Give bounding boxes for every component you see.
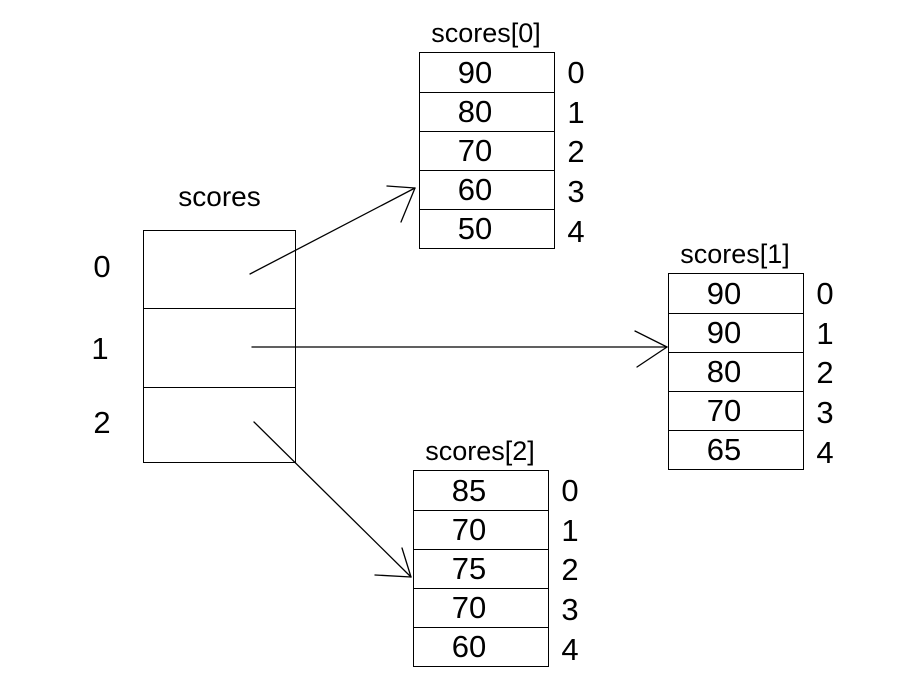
index-label: 1 (816, 315, 834, 351)
outer-index-0: 0 (93, 249, 111, 284)
index-label: 3 (567, 174, 585, 210)
index-label: 4 (567, 213, 585, 249)
array-cell: 80 (669, 352, 803, 391)
array-cell: 90 (669, 313, 803, 352)
index-label: 1 (567, 94, 585, 130)
index-label: 0 (561, 473, 579, 509)
array-cell: 70 (414, 588, 548, 627)
index-label: 3 (561, 592, 579, 628)
inner-array-0: scores[0] 90 80 70 60 50 0 1 2 3 4 (419, 16, 585, 249)
inner-array-1-indices: 0 1 2 3 4 (808, 275, 842, 473)
inner-array-0-table: 90 80 70 60 50 (419, 52, 555, 249)
index-label: 2 (567, 134, 585, 170)
index-label: 2 (561, 552, 579, 588)
array-cell: 65 (669, 430, 803, 469)
array-cell: 90 (457, 54, 493, 90)
arrow-to-scores1-icon (251, 330, 668, 368)
index-label: 0 (816, 276, 834, 312)
outer-array-box (143, 230, 296, 463)
inner-array-2-indices: 0 1 2 3 4 (553, 472, 587, 670)
array-cell: 70 (669, 391, 803, 430)
index-label: 3 (816, 395, 834, 431)
array-cell: 60 (414, 627, 548, 666)
array-cell: 75 (414, 549, 548, 588)
outer-array-slot-2 (144, 386, 295, 462)
outer-index-2: 2 (93, 405, 111, 440)
array-cell: 60 (420, 170, 554, 209)
inner-array-2: scores[2] 85 70 75 70 60 0 1 2 3 4 (413, 434, 579, 667)
outer-index-1: 1 (91, 331, 109, 366)
array-cell: 70 (420, 131, 554, 170)
inner-array-0-indices: 0 1 2 3 4 (559, 54, 593, 252)
index-label: 4 (816, 434, 834, 470)
array-cell: 90 (706, 275, 742, 311)
index-label: 0 (567, 55, 585, 91)
inner-array-1-title: scores[1] (680, 239, 790, 269)
outer-array-slot-1 (144, 308, 295, 386)
inner-array-1-table: 90 90 80 70 65 (668, 273, 804, 470)
array-cell: 80 (420, 92, 554, 131)
index-label: 2 (816, 355, 834, 391)
array-cell: 50 (420, 209, 554, 248)
outer-array-slot-0 (144, 231, 295, 308)
array-cell: 70 (414, 510, 548, 549)
inner-array-0-title: scores[0] (431, 18, 541, 48)
index-label: 1 (561, 512, 579, 548)
index-label: 4 (561, 631, 579, 667)
outer-array-title: scores (178, 181, 261, 212)
inner-array-2-title: scores[2] (425, 436, 535, 466)
inner-array-2-table: 85 70 75 70 60 (413, 470, 549, 667)
inner-array-1: scores[1] 90 90 80 70 65 0 1 2 3 4 (668, 237, 834, 470)
array-cell: 85 (451, 472, 487, 508)
